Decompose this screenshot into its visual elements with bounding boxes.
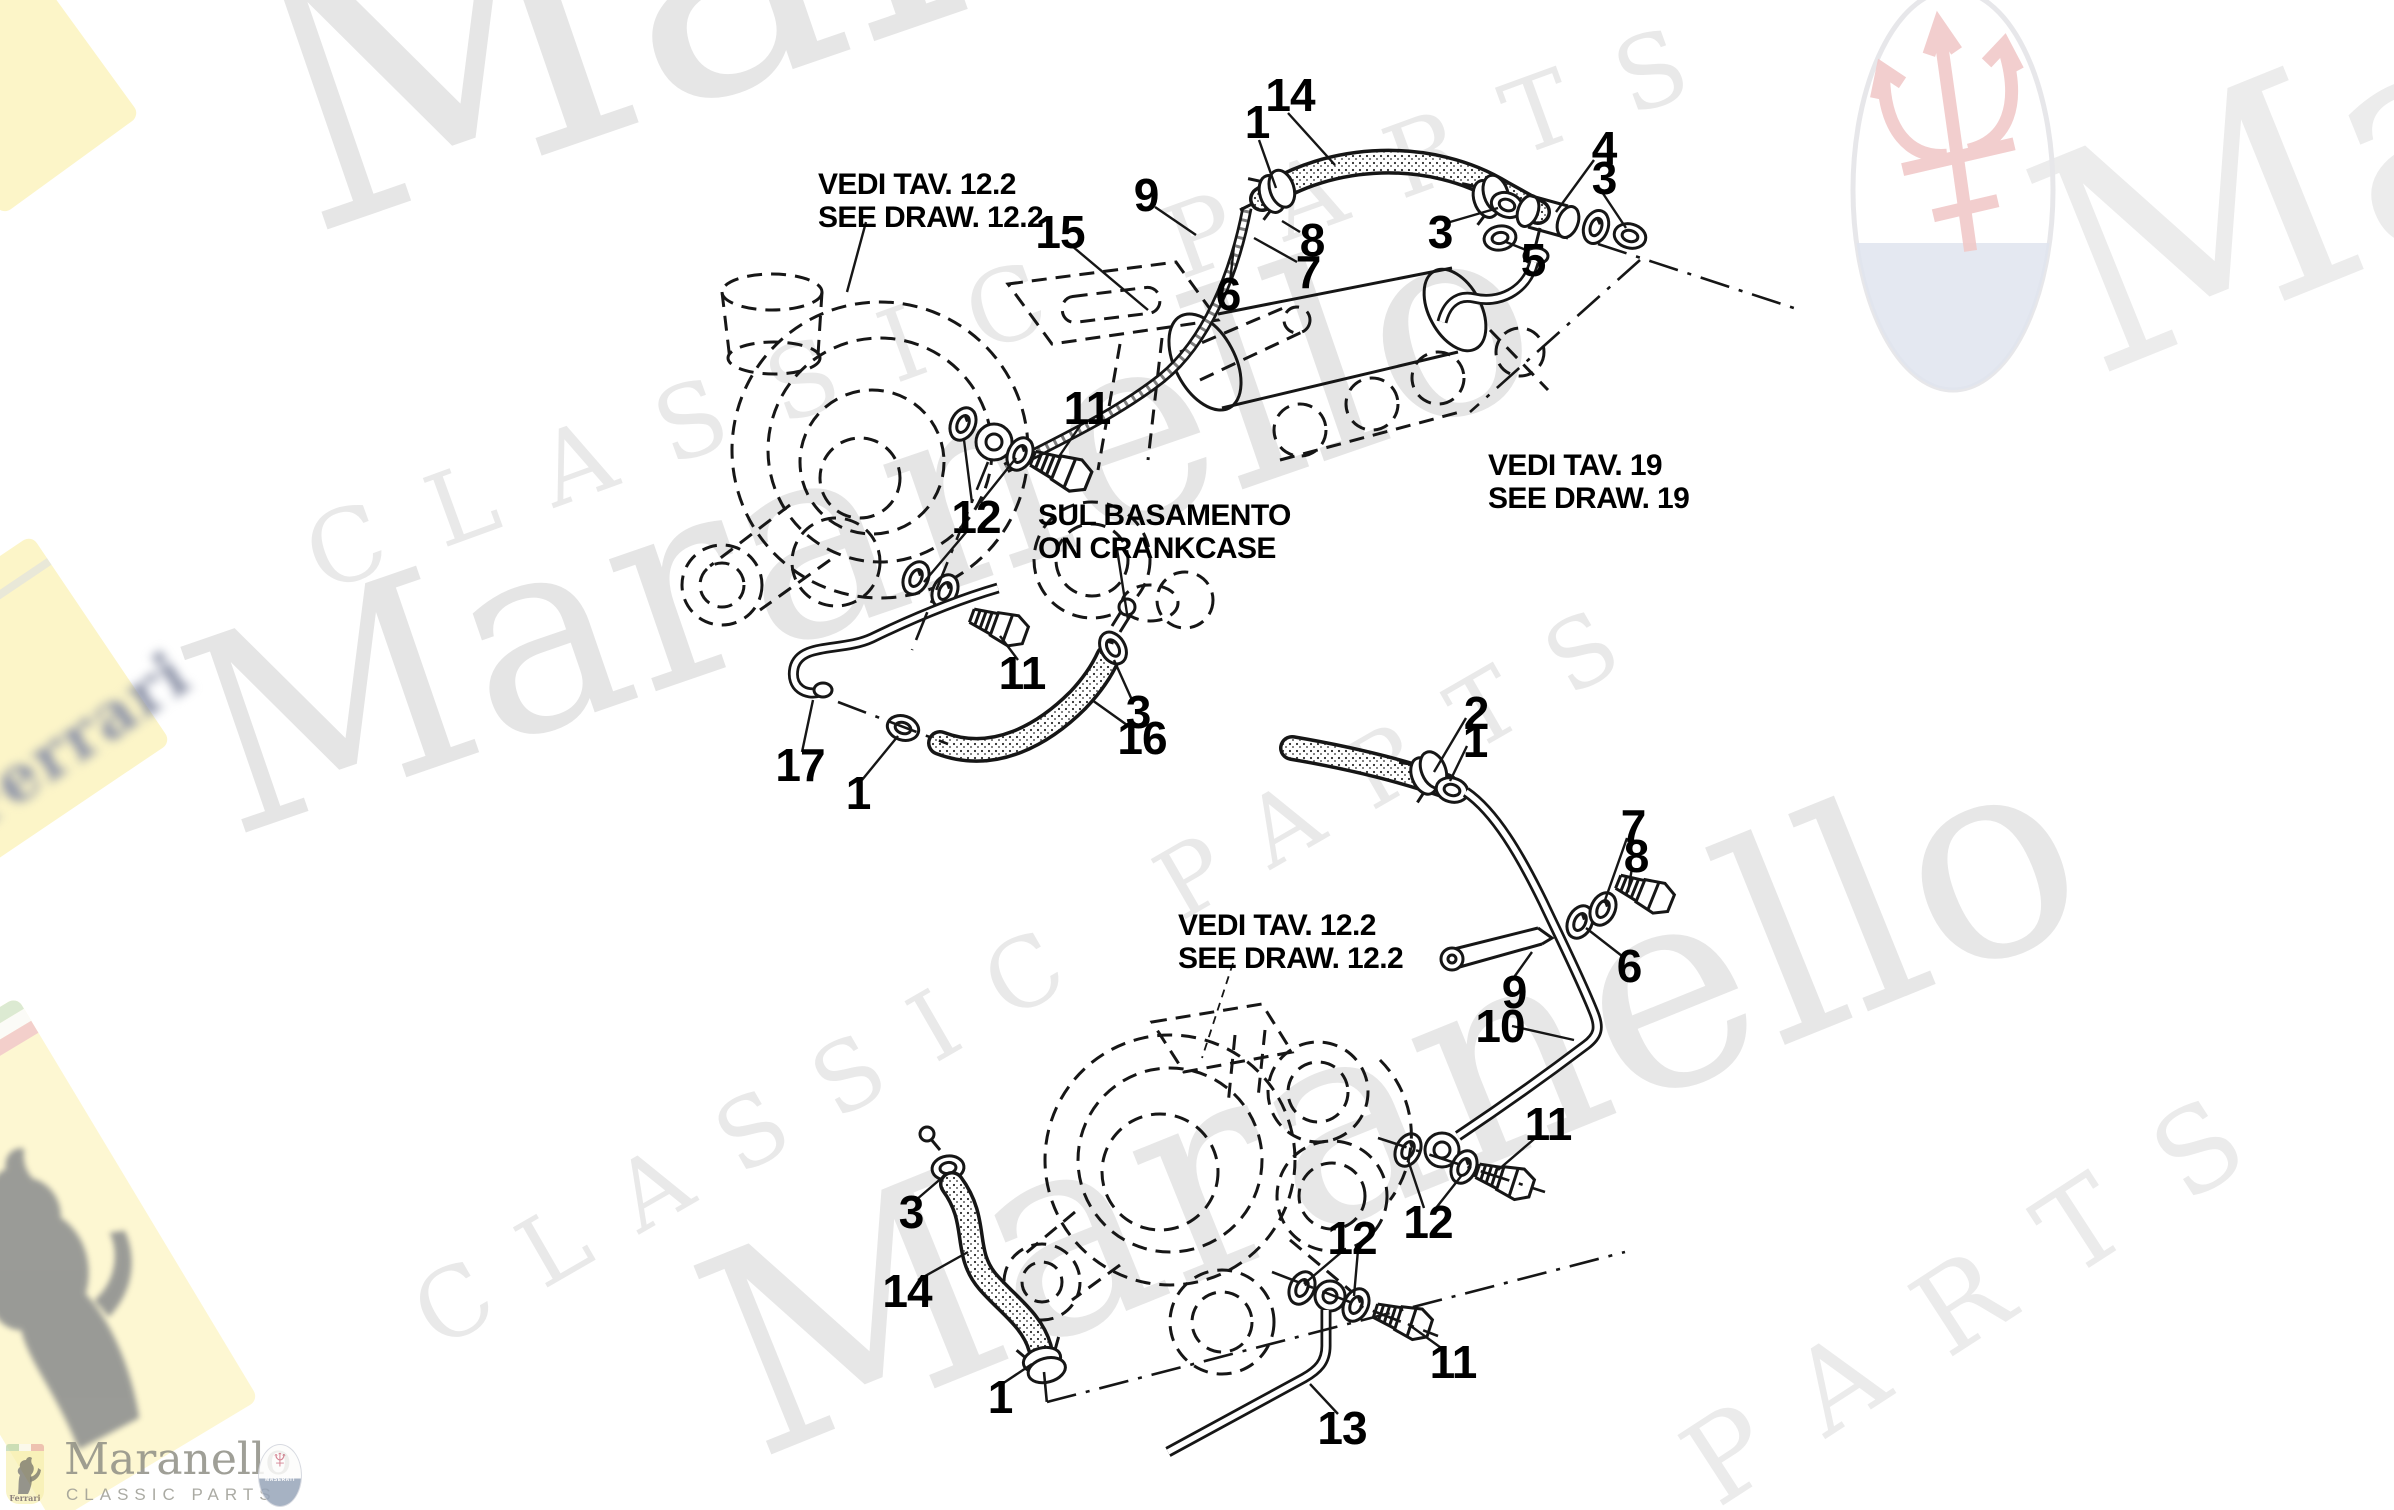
note-see-draw-19: VEDI TAV. 19 SEE DRAW. 19 [1488,449,1690,515]
callout-5: 5 [1520,234,1547,286]
intake-manifold [1167,266,1550,462]
callout-17: 17 [775,739,825,791]
callout-11: 11 [1429,1336,1478,1388]
callout-2: 2 [1463,687,1490,739]
callout-14: 14 [882,1265,932,1317]
callout-16: 16 [1117,712,1167,764]
callout-3: 3 [1591,152,1618,204]
tricolor-band [6,1444,44,1451]
vent-pipe-10 [1454,787,1603,1141]
prancing-horse-watermark [0,1148,140,1450]
ferrari-label: Ferrari [9,1493,41,1503]
callout-11: 11 [1524,1098,1573,1150]
ferrari-shield-watermark-bottom [0,996,259,1510]
bracket-9 [1439,926,1555,972]
callout-9: 9 [1501,966,1528,1018]
callout-14: 14 [1265,69,1315,121]
callout-12: 12 [951,491,1001,543]
callout-9: 9 [1133,169,1160,221]
note-see-draw-12-2-bottom: VEDI TAV. 12.2 SEE DRAW. 12.2 [1178,909,1404,975]
vent-pipe-13 [1165,1266,1437,1457]
logo-brand-text: Maranello [64,1434,292,1485]
banjo-fitting-pipe-10 [1388,1128,1539,1206]
brand-logo: Ferrari Maranello CLASSIC PARTS ♆ MASERA… [0,1436,320,1510]
callout-13: 13 [1317,1402,1367,1454]
union-fitting-group [1436,169,1651,324]
callout-1: 1 [845,767,872,819]
callout-11: 11 [1063,382,1112,434]
ferrari-shield-logo: Ferrari [6,1444,44,1504]
trident-watermark-icon [1870,10,2024,252]
vent-pipe-17 [787,582,1000,699]
callout-8: 8 [1299,214,1326,266]
callout-15: 15 [1035,206,1085,258]
callout-6: 6 [1215,268,1242,320]
prancing-horse-icon [17,1456,41,1494]
callout-4: 4 [1591,122,1618,174]
maserati-label: MASERATI [265,1477,295,1483]
note-see-draw-12-2-top: VEDI TAV. 12.2 SEE DRAW. 12.2 [818,168,1044,234]
logo-tagline-text: CLASSIC PARTS [66,1485,277,1504]
maserati-badge-watermark [1850,0,2056,393]
callout-1: 1 [1244,96,1271,148]
callout-11: 11 [998,647,1047,699]
callout-10: 10 [1475,1000,1525,1052]
trident-icon: ♆ [269,1444,291,1474]
callout-12: 12 [1403,1196,1453,1248]
callout-1: 1 [987,1371,1014,1423]
callout-8: 8 [1623,830,1650,882]
banjo-fitting-top [943,402,1097,498]
callout-7: 7 [1295,246,1322,298]
callout-12: 12 [1327,1212,1377,1264]
leader-lines [800,112,1634,1415]
hose-2 [1279,735,1473,808]
callout-1: 1 [1462,715,1489,767]
callout-7: 7 [1620,800,1647,852]
hose-14-bottom [918,1125,1071,1390]
note-on-crankcase: SUL BASAMENTO ON CRANKCASE [1038,499,1291,565]
callout-6: 6 [1616,940,1643,992]
hose-16 [882,597,1137,763]
callout-3: 3 [1427,206,1454,258]
callout-3: 3 [898,1186,925,1238]
callout-3: 3 [1125,686,1152,738]
turbo-assembly-bottom [1002,1002,1413,1376]
maserati-badge-logo: ♆ MASERATI [258,1444,302,1507]
turbo-assembly-top [680,260,1312,630]
